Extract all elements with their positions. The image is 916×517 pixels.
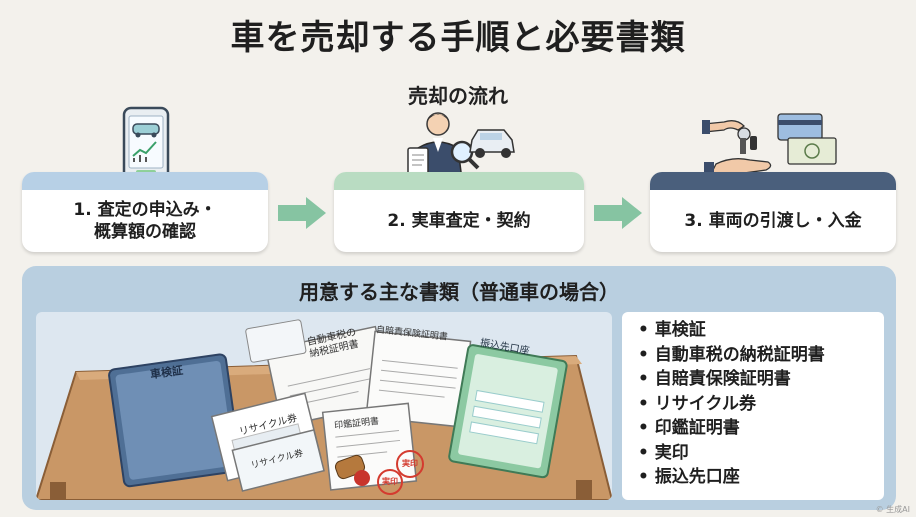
scene-label-stamp-1: 実印 xyxy=(402,459,418,468)
document-list-item: 実印 xyxy=(638,441,884,466)
flow-label: 売却の流れ xyxy=(408,84,508,108)
document-list-item: リサイクル券 xyxy=(638,392,884,417)
step-3-band xyxy=(650,172,896,190)
smartphone-icon xyxy=(122,106,170,182)
document-list-item: 振込先口座 xyxy=(638,465,884,490)
arrow-right-icon xyxy=(278,197,326,229)
step-1-card: 1. 査定の申込み・ 概算額の確認 xyxy=(22,172,268,252)
documents-panel: 用意する主な書類（普通車の場合） xyxy=(22,266,896,510)
documents-illustration: 車検証 自動車税の 納税証明書 自賠責保険証明書 リサイクル券 リサイクル券 印… xyxy=(36,312,612,500)
page-title: 車を売却する手順と必要書類 xyxy=(230,18,686,58)
step-1-label: 1. 査定の申込み・ 概算額の確認 xyxy=(73,199,217,242)
document-list-item: 自賠責保険証明書 xyxy=(638,367,884,392)
handover-icon xyxy=(702,113,837,178)
step-3-card: 3. 車両の引渡し・入金 xyxy=(650,172,896,252)
desk-scene-icon xyxy=(36,319,612,500)
document-list-item: 自動車税の納税証明書 xyxy=(638,343,884,368)
watermark: © 生成AI xyxy=(875,505,910,514)
inspector-icon xyxy=(407,112,515,180)
document-list-item: 車検証 xyxy=(638,318,884,343)
step-3-label: 3. 車両の引渡し・入金 xyxy=(684,210,862,231)
documents-heading: 用意する主な書類（普通車の場合） xyxy=(299,280,619,304)
document-list-item: 印鑑証明書 xyxy=(638,416,884,441)
scene-label-stamp-2: 実印 xyxy=(382,477,398,486)
step-2-card: 2. 実車査定・契約 xyxy=(334,172,584,252)
arrow-right-icon xyxy=(594,197,642,229)
step-2-band xyxy=(334,172,584,190)
step-1-band xyxy=(22,172,268,190)
step-2-label: 2. 実車査定・契約 xyxy=(387,210,531,231)
documents-list: 車検証自動車税の納税証明書自賠責保険証明書リサイクル券印鑑証明書実印振込先口座 xyxy=(622,312,884,500)
